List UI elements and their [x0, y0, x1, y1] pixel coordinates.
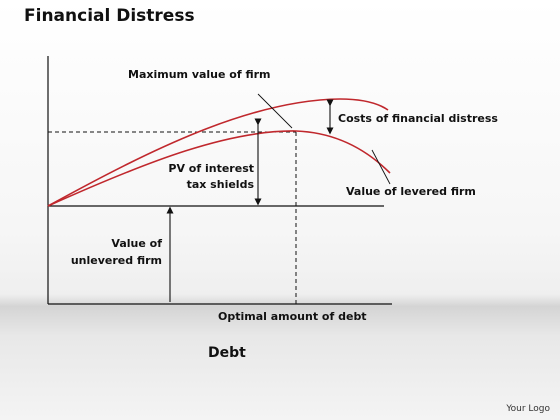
axis-caption: Debt: [208, 345, 246, 361]
value-unlevered-label-line2: unlevered firm: [71, 254, 162, 267]
pv-interest-label-line1: PV of interest: [168, 162, 254, 175]
maximum-value-label: Maximum value of firm: [128, 68, 271, 81]
logo-text: Your Logo: [506, 404, 550, 414]
page-title: Financial Distress: [24, 6, 195, 26]
optimal-debt-label: Optimal amount of debt: [218, 310, 367, 323]
max-value-pointer: [257, 93, 293, 129]
levered-pointer: [371, 149, 391, 185]
value-upper-curve: [47, 98, 389, 207]
value-unlevered-label-line1: Value of: [111, 237, 162, 250]
costs-distress-label: Costs of financial distress: [338, 112, 498, 125]
value-levered-label: Value of levered firm: [346, 185, 476, 198]
value-levered-curve: [47, 130, 391, 207]
pv-interest-label-line2: tax shields: [187, 178, 255, 191]
